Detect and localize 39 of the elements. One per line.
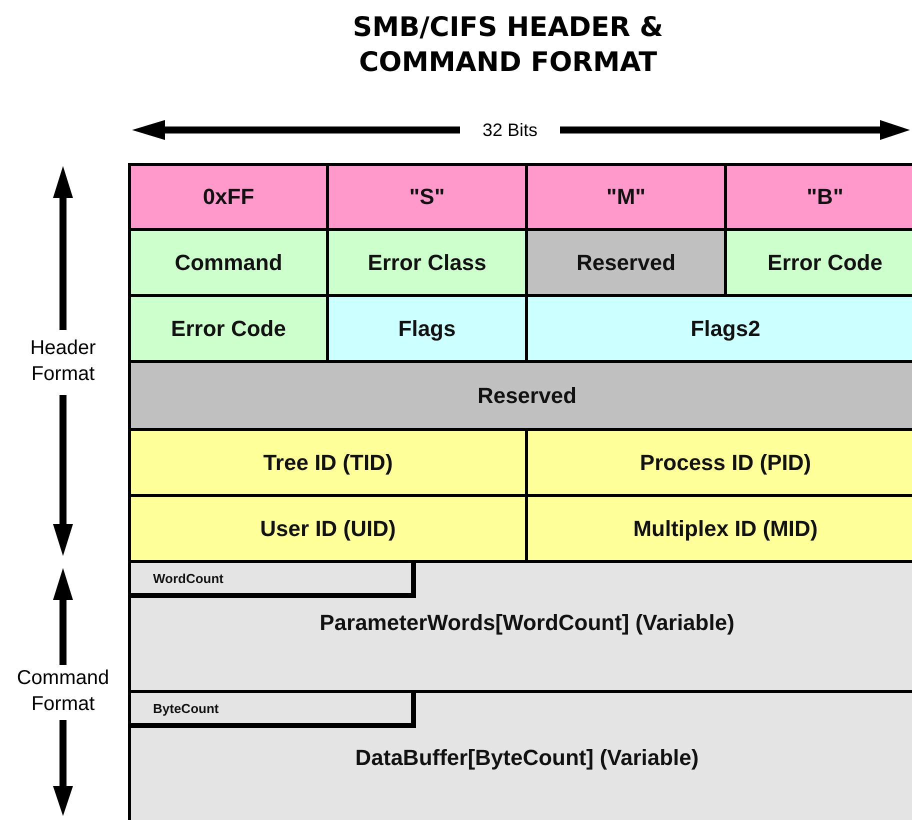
field-label: "M": [606, 184, 646, 210]
header-field: [128, 360, 912, 431]
field-label: Command: [174, 250, 282, 276]
field-label: Reserved: [576, 250, 676, 276]
field-label: "B": [806, 184, 844, 210]
field-label: Error Class: [368, 250, 486, 276]
header-field: [724, 163, 912, 231]
count-field: WordCount: [131, 563, 416, 598]
field-label: Flags: [398, 316, 456, 342]
header-field: [525, 163, 727, 231]
field-label: Multiplex ID (MID): [633, 516, 818, 542]
field-label: DataBuffer[ByteCount] (Variable): [355, 745, 699, 771]
command-field: [128, 690, 912, 820]
header-field: [326, 228, 528, 297]
field-label: Tree ID (TID): [263, 450, 393, 476]
field-label: Reserved: [477, 382, 577, 408]
header-field: [525, 428, 912, 497]
header-field: [525, 228, 727, 297]
field-label: ParameterWords[WordCount] (Variable): [320, 610, 734, 636]
field-label: Error Code: [768, 250, 882, 276]
header-field: [128, 428, 528, 497]
header-field: [128, 294, 329, 363]
header-field: [128, 228, 329, 297]
header-field: [128, 163, 329, 231]
header-field: [326, 163, 528, 231]
header-field: [128, 494, 528, 563]
field-label: Process ID (PID): [640, 450, 812, 476]
header-field: [525, 494, 912, 563]
header-field: [525, 294, 912, 363]
field-label: Error Code: [171, 316, 286, 342]
field-label: 0xFF: [202, 184, 254, 210]
count-field: ByteCount: [131, 693, 416, 728]
title: SMB/CIFS HEADER & COMMAND FORMAT: [352, 11, 664, 80]
header-field: [326, 294, 528, 363]
header-field: [724, 228, 912, 297]
field-label: "S": [409, 184, 445, 210]
command-field: [128, 560, 912, 693]
field-label: Flags2: [690, 316, 760, 342]
field-label: User ID (UID): [260, 516, 396, 542]
